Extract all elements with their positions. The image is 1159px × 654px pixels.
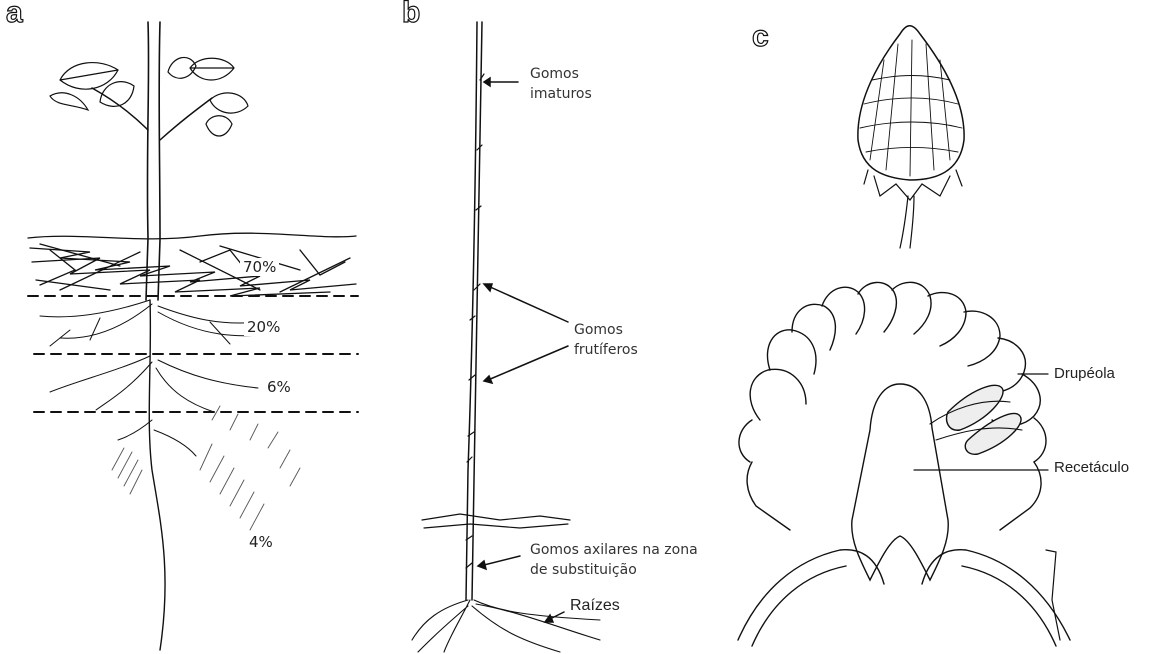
soil-hatching (112, 406, 300, 530)
right-branch (160, 98, 212, 140)
fruit-stem (900, 196, 914, 248)
panel-label-a: a (6, 0, 23, 28)
percentage-layer-4: 4% (246, 533, 276, 551)
panel-a-drawing (28, 22, 358, 650)
cane (466, 22, 482, 600)
leaf (50, 93, 88, 110)
soil-surface (422, 514, 570, 528)
label-immature-buds: Gomos imaturos (530, 64, 592, 104)
leaf (210, 93, 248, 113)
panel-c-section (738, 282, 1070, 646)
drupelet-grid (860, 40, 962, 176)
taproot (149, 300, 165, 650)
percentage-layer-3: 6% (264, 378, 294, 396)
depth-dividers (28, 296, 358, 412)
label-axillary-buds: Gomos axilares na zona de substituição (530, 540, 698, 580)
plant-stem (146, 22, 160, 300)
label-roots: Raízes (570, 596, 620, 616)
label-receptacle: Recetáculo (1054, 458, 1129, 478)
leaf (190, 58, 234, 80)
panel-c-fruit (858, 26, 964, 248)
fruit-body-outline (738, 462, 1070, 646)
receptacle (852, 384, 949, 580)
percentage-layer-1: 70% (240, 258, 279, 276)
label-drupelet: Drupéola (1054, 364, 1115, 384)
leaf (206, 116, 232, 136)
soil-dense-layer (28, 233, 356, 296)
leaf (100, 82, 134, 107)
left-branch (92, 88, 148, 130)
panel-label-b: b (402, 0, 420, 28)
label-fruiting-buds: Gomos frutíferos (574, 320, 638, 360)
panel-label-c: c (752, 22, 769, 52)
sepals (864, 170, 962, 200)
percentage-layer-2: 20% (244, 318, 283, 336)
roots-layer-3 (50, 356, 258, 412)
